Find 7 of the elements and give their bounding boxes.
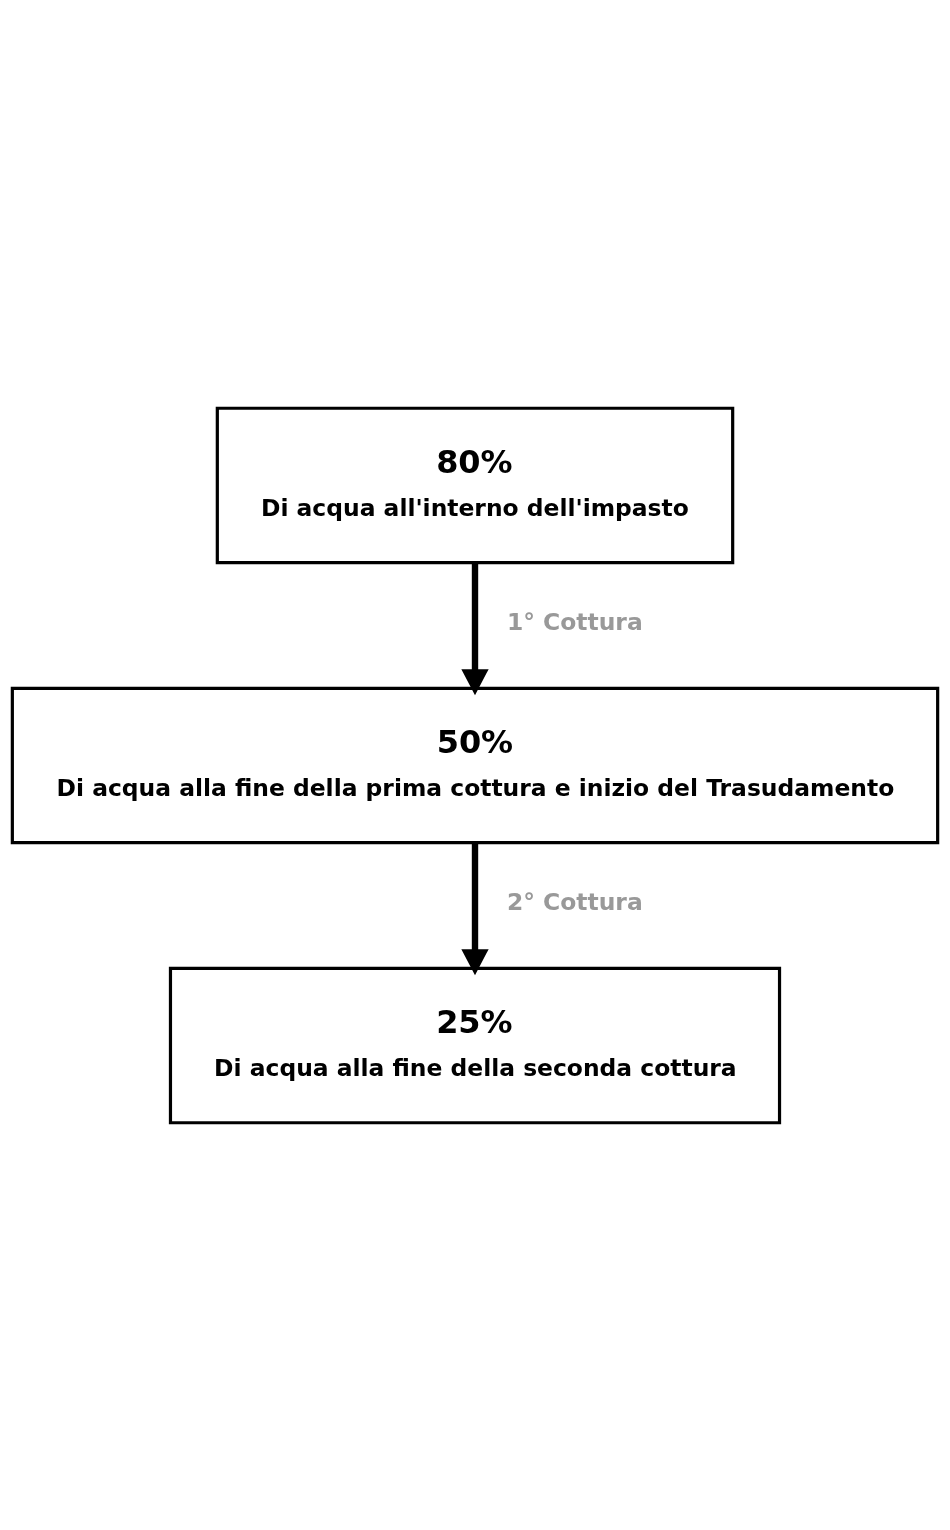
arrow [461,842,489,975]
edge-label: 2° Cottura [506,887,643,916]
arrow [461,562,489,695]
node-box: 50% Di acqua alla fine della prima cottura e inizio del Trasudamento [10,686,940,844]
node-box: 25% Di acqua alla fine della seconda cottura [168,966,782,1124]
node-box: 80% Di acqua all'interno dell'impasto [215,406,735,564]
edge-label: 1° Cottura [506,607,643,636]
